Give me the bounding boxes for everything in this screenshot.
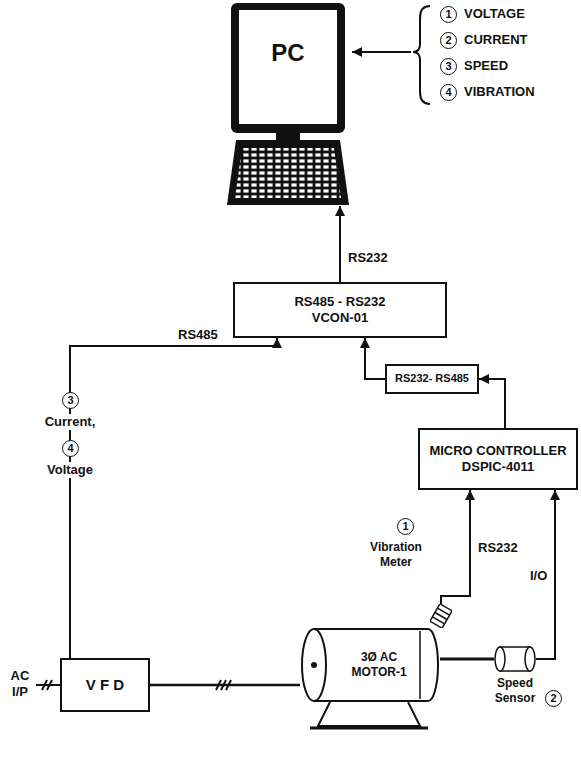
callout-number: 1 [397, 518, 414, 535]
signal-label: SPEED [462, 58, 510, 74]
speed-sensor: Speed Sensor [494, 645, 536, 673]
speed-sensor-drawing [494, 645, 536, 673]
signal-label: VIBRATION [462, 84, 537, 100]
signal-label: VOLTAGE [462, 6, 527, 22]
list-arrow [352, 51, 411, 53]
node-text: V F D [86, 676, 124, 695]
converter-box: RS232- RS485 [385, 364, 479, 394]
callout-number: 3 [440, 58, 457, 75]
edge-label: RS232 [476, 540, 520, 556]
callout-number: 1 [440, 6, 457, 23]
signal-label: Current, [43, 414, 98, 430]
node-text: 3Ø AC MOTOR-1 [340, 650, 418, 680]
connector [479, 379, 505, 428]
callout-number: 2 [545, 690, 562, 707]
pc-drawing [226, 2, 350, 206]
vibration-sensor-drawing [430, 604, 452, 628]
node-text: RS232- RS485 [395, 372, 469, 386]
connector [70, 338, 277, 658]
drive-box: V F D [60, 658, 150, 712]
computer: PC [226, 2, 350, 206]
wire-tick [47, 680, 52, 690]
motor-base [310, 727, 428, 730]
connector [339, 206, 341, 282]
node-text: VCON-01 [312, 310, 368, 326]
edge-label: RS232 [346, 250, 390, 266]
node-text: Vibration Meter [360, 540, 432, 570]
controller-box: MICRO CONTROLLERDSPIC-4011 [418, 428, 578, 490]
node-text: RS485 - RS232 [294, 294, 385, 310]
connector [365, 338, 385, 379]
edge-label: I/O [528, 568, 549, 584]
callout-number: 3 [62, 392, 79, 409]
signal-label: AC I/P [4, 668, 36, 700]
ac-input-wire [34, 684, 60, 686]
connector [150, 684, 300, 687]
node-text: DSPIC-4011 [462, 459, 534, 475]
motor-foot [318, 702, 420, 726]
signal-label: Voltage [45, 462, 95, 478]
node-text: PC [271, 38, 304, 68]
callout-number: 2 [440, 32, 457, 49]
callout-number: 4 [440, 84, 457, 101]
connector [441, 490, 470, 604]
motor-shaft [440, 658, 494, 661]
wire-tick [42, 680, 47, 690]
vibration-meter: Vibration Meter [430, 604, 452, 628]
motor: 3Ø AC MOTOR-1 [300, 628, 440, 702]
node-text: Speed Sensor [486, 676, 544, 706]
callout-number: 4 [62, 440, 79, 457]
node-text: MICRO CONTROLLER [429, 443, 566, 459]
list-bracket [413, 6, 430, 104]
edge-label: RS485 [176, 327, 220, 343]
signal-label: CURRENT [462, 32, 530, 48]
converter-box: RS485 - RS232VCON-01 [233, 282, 447, 338]
